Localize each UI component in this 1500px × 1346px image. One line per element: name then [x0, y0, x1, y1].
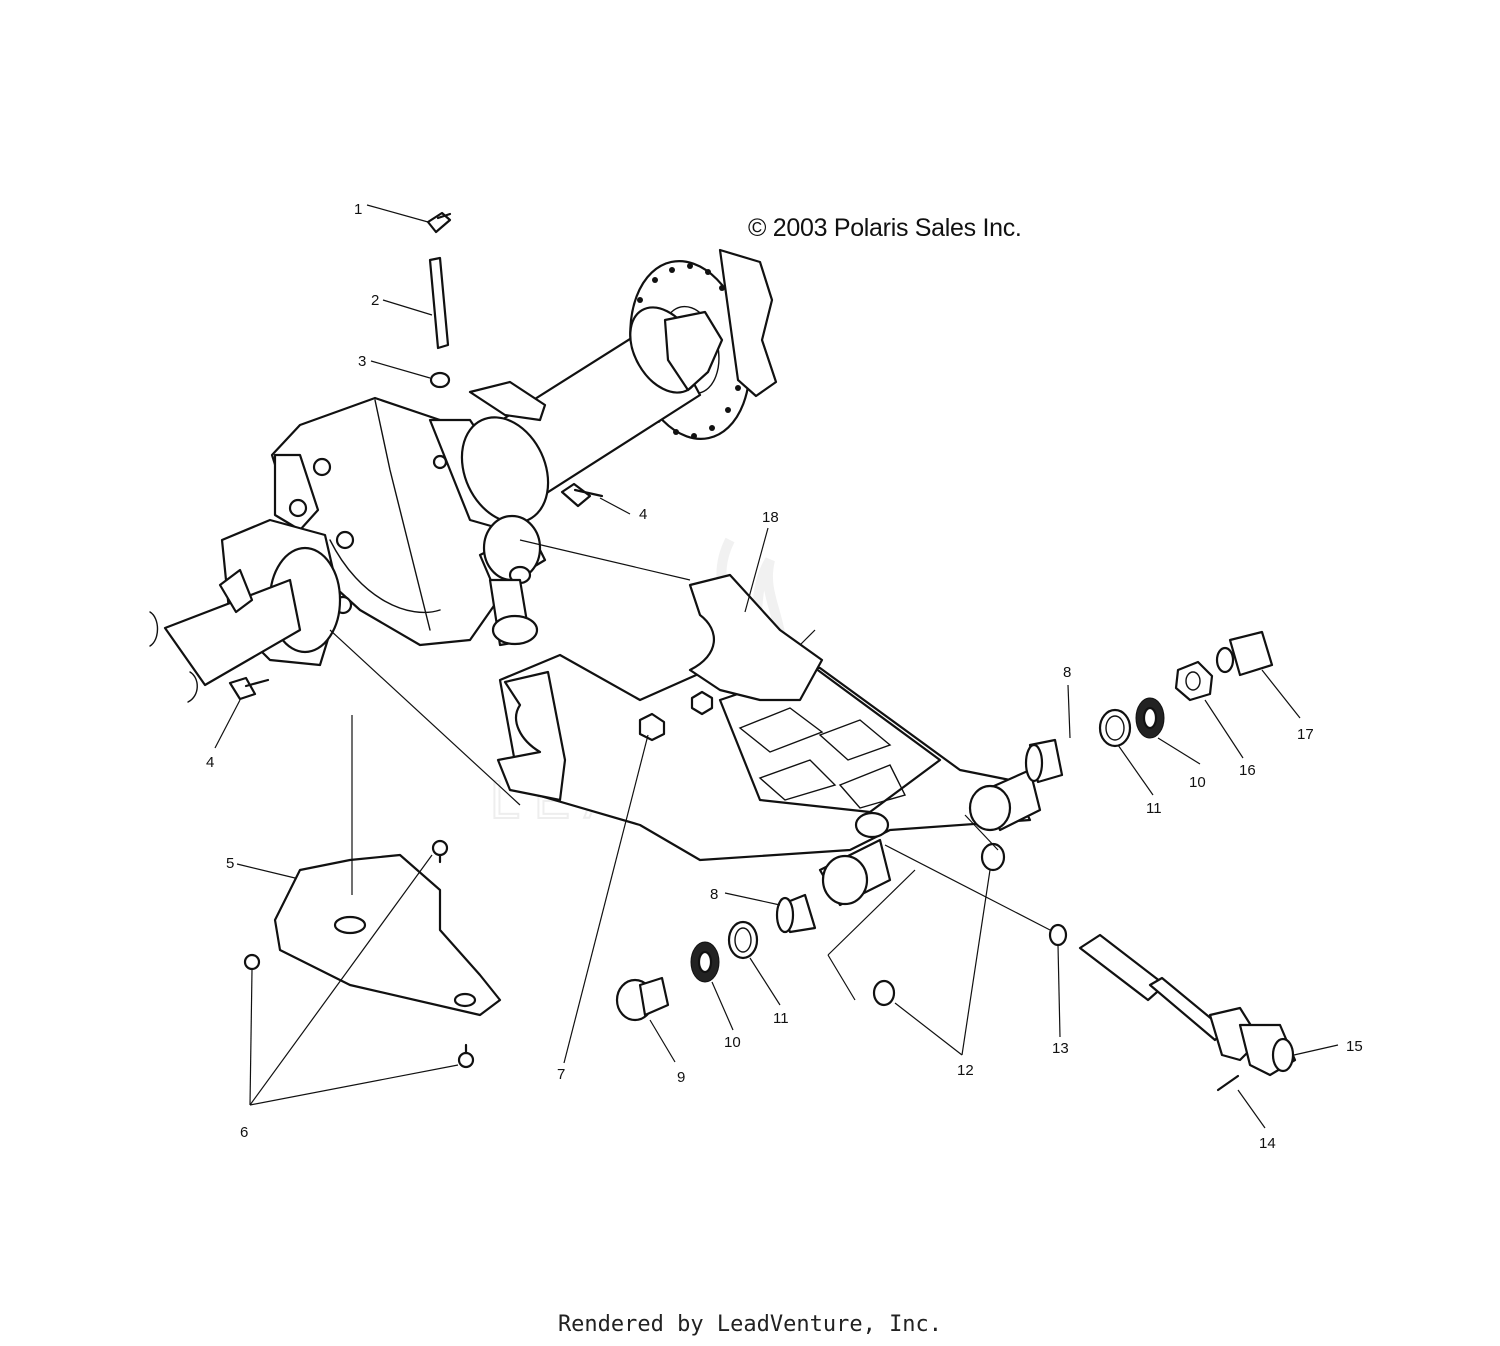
pivot-nut [1174, 660, 1214, 702]
callout-18: 18 [762, 509, 779, 526]
callout-labels: 1 2 3 4 4 5 6 7 8 8 9 10 10 11 11 12 13 … [206, 201, 1363, 1152]
axle-bolt-upper [560, 482, 604, 508]
bearing-left [690, 941, 720, 983]
callout-4-lower: 4 [206, 754, 214, 771]
axle-bolt-lower [228, 676, 270, 701]
race-left [727, 920, 759, 960]
rear-differential [149, 396, 550, 703]
callout-11-left: 11 [773, 1010, 789, 1027]
o-ring [1048, 923, 1068, 947]
race-right [1098, 708, 1132, 748]
callout-6: 6 [240, 1124, 248, 1141]
copyright-notice: © 2003 Polaris Sales Inc. [748, 214, 1022, 242]
callout-10-right: 10 [1189, 774, 1206, 791]
callout-8-right: 8 [1063, 664, 1071, 681]
guard-screw-1 [431, 839, 449, 864]
swing-arm [496, 573, 1042, 907]
end-cap-2 [872, 979, 896, 1007]
end-cap-1 [980, 842, 1006, 872]
vent-cap [429, 371, 451, 389]
bearing-right [1135, 697, 1165, 739]
callout-8-left: 8 [710, 886, 718, 903]
callout-5: 5 [226, 855, 234, 872]
callout-13: 13 [1052, 1040, 1069, 1057]
callout-14: 14 [1259, 1135, 1276, 1152]
callout-1: 1 [354, 201, 362, 218]
callout-17: 17 [1297, 726, 1314, 743]
breather-fitting [426, 211, 452, 234]
callout-16: 16 [1239, 762, 1256, 779]
flange-nut-2 [690, 690, 714, 716]
drive-shaft [1078, 933, 1297, 1077]
callout-3: 3 [358, 353, 366, 370]
guard-screw-3 [457, 1043, 475, 1069]
callout-15: 15 [1346, 1038, 1363, 1055]
callout-10-left: 10 [724, 1034, 741, 1051]
callout-7: 7 [557, 1066, 565, 1083]
callout-12: 12 [957, 1062, 974, 1079]
footer-credit: Rendered by LeadVenture, Inc. [557, 1312, 943, 1337]
callout-2: 2 [371, 292, 379, 309]
pivot-bolt-right [1215, 630, 1274, 677]
chain-guard [273, 853, 502, 1017]
leader-lines [214, 204, 1339, 1129]
pivot-bolt-left [615, 976, 670, 1022]
flange-nut [638, 712, 666, 742]
bushing-left [775, 893, 817, 934]
vent-tube [428, 256, 450, 350]
callout-9: 9 [677, 1069, 685, 1086]
callout-11-right: 11 [1146, 800, 1162, 817]
callout-4-upper: 4 [639, 506, 647, 523]
roll-pin [1216, 1074, 1240, 1092]
guard-screw-2 [243, 953, 261, 971]
bushing-right [1024, 738, 1064, 784]
